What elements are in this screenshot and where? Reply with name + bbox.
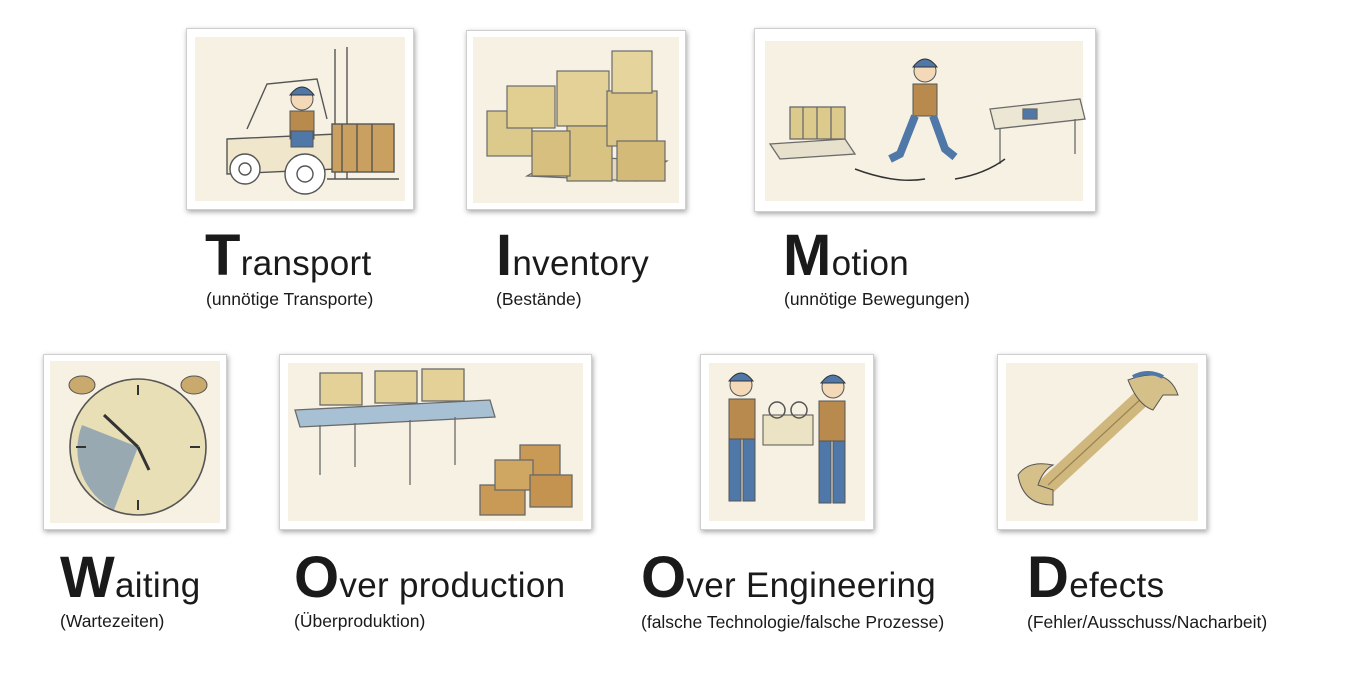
waste-subtitle-inventory: (Bestände) (496, 289, 582, 309)
conveyor-belt-sketch-icon (288, 363, 583, 521)
overproduction-illustration (279, 354, 592, 530)
waste-subtitle-waiting: (Wartezeiten) (60, 611, 165, 631)
waste-title-motion: Motion (783, 223, 910, 288)
waste-subtitle-overproduction: (Überproduktion) (294, 611, 426, 631)
waste-subtitle-overengineering: (falsche Technologie/falsche Prozesse) (641, 612, 945, 632)
defects-illustration (997, 354, 1207, 530)
motion-illustration (754, 28, 1096, 212)
waiting-illustration (43, 354, 227, 530)
two-workers-sketch-icon (709, 363, 865, 521)
forklift-sketch-icon (195, 37, 405, 201)
waste-title-overproduction: Over production (294, 545, 566, 610)
waste-subtitle-motion: (unnötige Bewegungen) (784, 289, 970, 309)
inventory-illustration (466, 30, 686, 210)
stopwatch-sketch-icon (50, 361, 220, 523)
waste-title-overengineering: Over Engineering (641, 545, 937, 610)
waste-subtitle-transport: (unnötige Transporte) (206, 289, 374, 309)
waste-title-transport: Transport (205, 223, 372, 288)
transport-illustration (186, 28, 414, 210)
walking-worker-sketch-icon (765, 41, 1086, 201)
wrench-sketch-icon (1006, 363, 1198, 521)
stacked-boxes-sketch-icon (473, 37, 679, 203)
overengineering-illustration (700, 354, 874, 530)
waste-subtitle-defects: (Fehler/Ausschuss/Nacharbeit) (1027, 612, 1268, 632)
waste-title-defects: Defects (1027, 545, 1165, 610)
waste-title-waiting: Waiting (60, 545, 201, 610)
waste-title-inventory: Inventory (496, 223, 650, 288)
